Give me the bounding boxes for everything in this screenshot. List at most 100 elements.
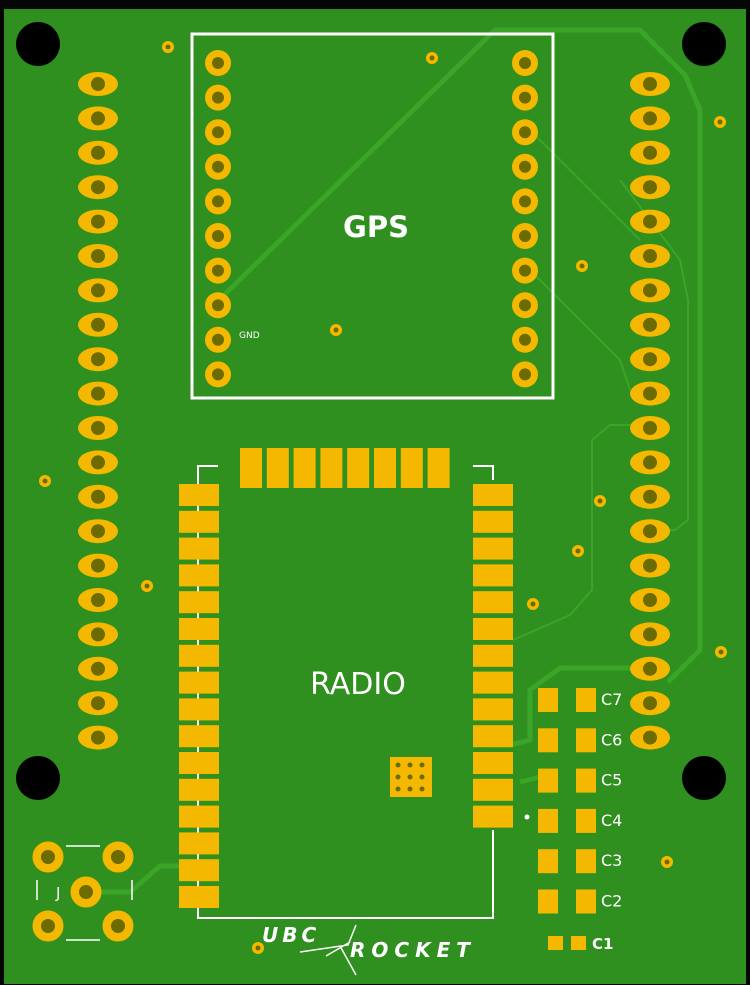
gps-gnd-label: GND <box>239 331 260 341</box>
gps-pin <box>512 119 538 146</box>
capacitor: C7 <box>538 688 622 712</box>
header-pin <box>78 588 118 612</box>
radio-pad-left <box>179 805 219 828</box>
radio-pad-right <box>473 484 513 506</box>
radio-pad-left <box>179 644 219 667</box>
radio-pad-left <box>179 510 219 533</box>
header-pin <box>78 725 118 750</box>
radio-pad-left <box>179 859 219 882</box>
radio-pad-right <box>473 725 513 748</box>
header-pin <box>78 175 118 200</box>
connector-label: J <box>55 884 60 902</box>
capacitor: C4 <box>538 808 622 833</box>
gps-pin <box>205 326 231 353</box>
trace-gps-right-2 <box>529 269 631 391</box>
ubc-rocket-logo: UBC ROCKET <box>262 923 470 976</box>
gps-pins-right <box>512 50 538 388</box>
gps-pin <box>512 326 538 353</box>
header-pin <box>630 106 670 131</box>
radio-pads-right <box>473 484 513 828</box>
radio-pad-left <box>179 484 219 506</box>
header-pin <box>630 209 670 234</box>
gps-pin <box>512 292 538 319</box>
cap-label: C3 <box>601 851 622 870</box>
board-substrate <box>4 9 746 984</box>
header-pin <box>78 312 118 337</box>
header-pin <box>630 278 670 303</box>
via <box>141 580 153 592</box>
cap-label: C6 <box>601 730 622 749</box>
connector-j: J <box>32 841 134 942</box>
capacitor: C5 <box>538 768 622 793</box>
header-pin <box>78 656 118 681</box>
via <box>594 495 606 507</box>
radio-outline <box>197 465 494 919</box>
radio-pad-left <box>179 537 219 560</box>
mount-hole-tr <box>682 22 726 66</box>
radio-pad-left <box>179 832 219 855</box>
thin-trace-layer <box>512 129 689 641</box>
gps-pin <box>205 361 231 388</box>
radio-pad-left <box>179 886 219 908</box>
header-pin <box>78 347 118 372</box>
radio-pad-right <box>473 698 513 721</box>
gps-pin <box>512 84 538 111</box>
gps-pin <box>205 257 231 284</box>
via <box>576 260 588 272</box>
gps-pin <box>512 153 538 180</box>
gps-pin <box>512 50 538 76</box>
via <box>39 475 51 487</box>
cap-label: C2 <box>601 892 622 911</box>
radio-pad-left <box>179 725 219 748</box>
cap-label: C5 <box>601 771 622 790</box>
header-pin <box>78 209 118 234</box>
radio-label: RADIO <box>310 667 406 702</box>
cap-label: C4 <box>601 811 622 830</box>
via-layer <box>39 41 727 954</box>
capacitor: C3 <box>538 849 622 874</box>
header-pin <box>78 691 118 716</box>
radio-pad-right <box>473 537 513 560</box>
header-pin <box>630 312 670 337</box>
header-pin <box>78 484 118 509</box>
via <box>572 545 584 557</box>
gps-pin <box>512 257 538 284</box>
trace-gps-right-1 <box>529 129 641 241</box>
radio-pads-top <box>240 448 450 488</box>
radio-pad-left <box>179 564 219 587</box>
gps-pin <box>205 188 231 215</box>
trace-gps-diagonal <box>216 27 703 684</box>
pin1-dot <box>524 814 530 820</box>
header-pin <box>78 416 118 440</box>
radio-pad-left <box>179 591 219 614</box>
radio-pad-right <box>473 564 513 587</box>
header-pin <box>630 416 670 440</box>
capacitor-c1: C1 <box>548 935 613 953</box>
mount-hole-bl <box>16 756 60 800</box>
radio-pad-top <box>266 448 289 488</box>
radio-pad-right <box>473 618 513 640</box>
header-pin <box>630 725 670 750</box>
header-left <box>78 72 118 750</box>
mounting-holes <box>16 22 726 800</box>
header-pin <box>78 244 118 268</box>
radio-pad-left <box>179 778 219 801</box>
radio-pad-top <box>427 448 450 488</box>
radio-pad-right <box>473 671 513 694</box>
gps-label: GPS <box>343 210 409 244</box>
gps-pin <box>205 84 231 111</box>
radio-pad-right <box>473 510 513 533</box>
via <box>252 942 264 954</box>
via <box>714 116 726 128</box>
header-pin <box>78 140 118 165</box>
header-pin <box>630 175 670 200</box>
radio-pad-top <box>320 448 343 488</box>
via <box>426 52 438 64</box>
radio-pad-right <box>473 805 513 828</box>
gps-pin <box>205 119 231 146</box>
header-pin <box>630 347 670 372</box>
header-pin <box>78 553 118 578</box>
mount-hole-tl <box>16 22 60 66</box>
header-pin <box>630 244 670 268</box>
